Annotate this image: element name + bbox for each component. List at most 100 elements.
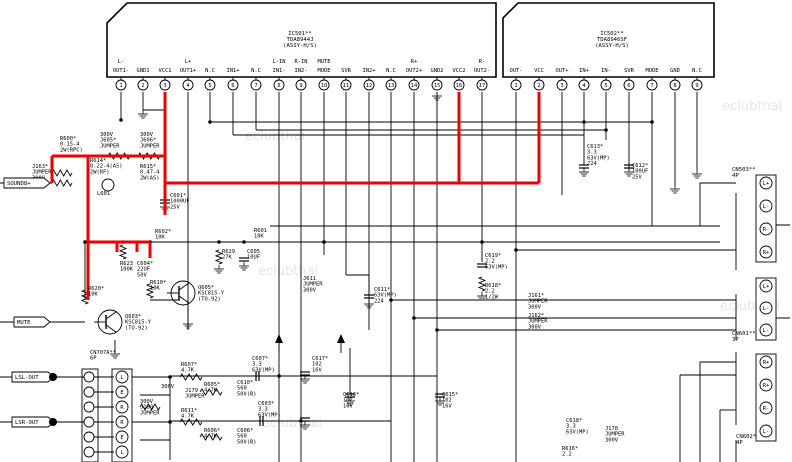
connector-pin-label: R- [763,227,770,233]
pin-label: GND1 [137,68,150,74]
pin-circle [182,79,194,91]
connector-pin [83,416,95,428]
pin-circle [669,79,681,91]
arrow-marker [275,334,283,343]
io-flag-label: LSR-OUT [15,420,39,426]
capacitor [259,416,264,426]
pin-label: L- [118,59,125,65]
transistor-q603 [94,309,123,335]
ic-part: TDA8946SF [597,37,628,43]
pin-number: 9 [299,83,302,89]
connector-pin-label: E [120,390,123,396]
junction-dot [217,240,221,244]
junction-dot [83,240,87,244]
resistor [51,169,73,177]
junction-dot [119,118,123,122]
pin-label: N.C [386,68,396,74]
pin-label: OUT+ [556,68,570,74]
connector-pin [83,371,95,383]
connector-pin [759,279,773,293]
terminal-dot [49,373,57,381]
connector-title: CN602**4P [736,434,760,446]
junction-dot [650,120,654,124]
ic-note: (ASSY-H/S) [595,43,629,49]
pin-label: N.C [251,68,261,74]
resistor [199,388,223,396]
resistor [145,283,155,299]
capacitor [239,257,249,262]
ground-symbol [364,300,374,309]
junction-dot [168,420,172,424]
connector-pin [115,370,129,384]
junction-dot [582,120,586,124]
junction-dot [480,240,484,244]
pin-number: 7 [254,83,257,89]
label-l601: L601 [97,191,110,197]
connector-pin [759,245,773,259]
ground-symbol [300,421,310,430]
label-r606: R606*4.7K [204,428,220,440]
pin-circle [137,79,149,91]
junction-dot [412,316,416,320]
connector-pin-label: R+ [763,250,770,256]
transistor-q605 [167,280,196,306]
pin-label: VCC1 [159,68,172,74]
io-flag [3,177,51,189]
io-flag-label: LSL-OUT [15,375,39,381]
ground-symbol [624,168,634,177]
junction-dot [389,298,393,302]
ic-body [502,2,715,78]
pin-circle [431,79,443,91]
capacitor [477,263,487,268]
pin-label: VCC2 [453,68,466,74]
transistor-emitter [178,295,190,304]
pin-number: 11 [343,83,350,89]
pin-number: 14 [411,83,418,89]
pin-circle [476,79,488,91]
connector-cn601: CN601**3PL+L-L- [732,277,777,343]
pin-number: 17 [479,83,486,89]
pin-label: MODE [318,68,331,74]
terminal-dot [49,418,57,426]
connector-pin-label: L- [763,429,770,435]
connector-pin [115,445,129,459]
pin-circle [250,79,262,91]
ic-title: IC501** [288,31,312,37]
pin-number: 5 [208,83,211,89]
junction-dot [604,128,608,132]
pin-label: L+ [185,59,192,65]
junction-dot [435,328,439,332]
pin-circle [115,79,127,91]
pin-circle [204,79,216,91]
resistor [477,276,487,292]
pin-number: 7 [650,83,653,89]
pin-number: 15 [434,83,441,89]
pin-number: 13 [388,83,395,89]
ground-symbol [432,92,442,101]
pin-number: 12 [366,83,373,89]
pin-label: SVR [341,68,351,74]
ic-part: TDA8944J [287,37,314,43]
connector-pin [759,301,773,315]
junction-dot [299,419,303,423]
pin-circle [600,79,612,91]
junction-dot [242,240,246,244]
connector-pin-label: L- [763,306,770,312]
ground-symbol [579,168,589,177]
arrow-marker [337,334,345,343]
pin-label: R- [479,59,486,65]
pin-circle [510,79,522,91]
